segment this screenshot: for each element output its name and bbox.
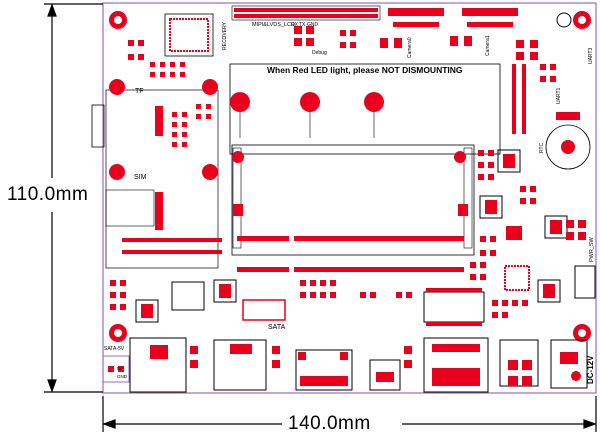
uart1-label: UART1: [556, 87, 562, 104]
recovery-label: RECOVERY: [222, 22, 228, 50]
sata-5v-label: SATA-5V: [104, 346, 125, 352]
sodimm-slot: [229, 63, 501, 272]
board-outline: [102, 2, 597, 394]
tf-label: TF: [135, 88, 144, 95]
gnd2-label: GND: [117, 374, 127, 379]
5v-label: 5V: [117, 366, 123, 371]
inductors: [135, 149, 568, 323]
width-dimension: [102, 396, 597, 432]
soc-chip: [164, 13, 214, 57]
rx-label: RX: [291, 22, 298, 28]
mounting-holes: [109, 11, 591, 342]
camera0-label: Camera0: [407, 37, 413, 58]
dc-12v-label: DC-12V: [586, 355, 595, 384]
camera1-label: Camera1: [485, 35, 491, 56]
component-pads: [108, 26, 586, 386]
gnd-label: GND: [307, 22, 319, 28]
sata-label: SATA: [268, 324, 286, 331]
uart3-label: UART3: [588, 47, 594, 64]
tx-label: TX: [299, 22, 306, 28]
lcd-connector: [231, 5, 381, 21]
bottom-chips: [171, 265, 530, 326]
rtc-battery: [545, 112, 591, 170]
height-dimension-label: 110.0mm: [7, 184, 89, 205]
warning-led-dots: [230, 92, 384, 138]
rtc-label: RTC: [539, 142, 545, 153]
pwr-sw-label: PWR_SW: [589, 237, 595, 262]
debug-label: Debug: [312, 50, 327, 56]
sim-label: SIM: [134, 174, 147, 181]
sd-card-slot: [91, 79, 222, 269]
lcd-connector-label: MIPI&LVDS_LCD: [252, 22, 295, 28]
camera-connectors: [388, 8, 518, 27]
height-dimension: [44, 3, 103, 393]
bottom-connectors: [102, 265, 596, 393]
warning-text: When Red LED light, please NOT DISMOUNTI…: [267, 65, 463, 75]
width-dimension-label: 140.0mm: [288, 413, 371, 434]
